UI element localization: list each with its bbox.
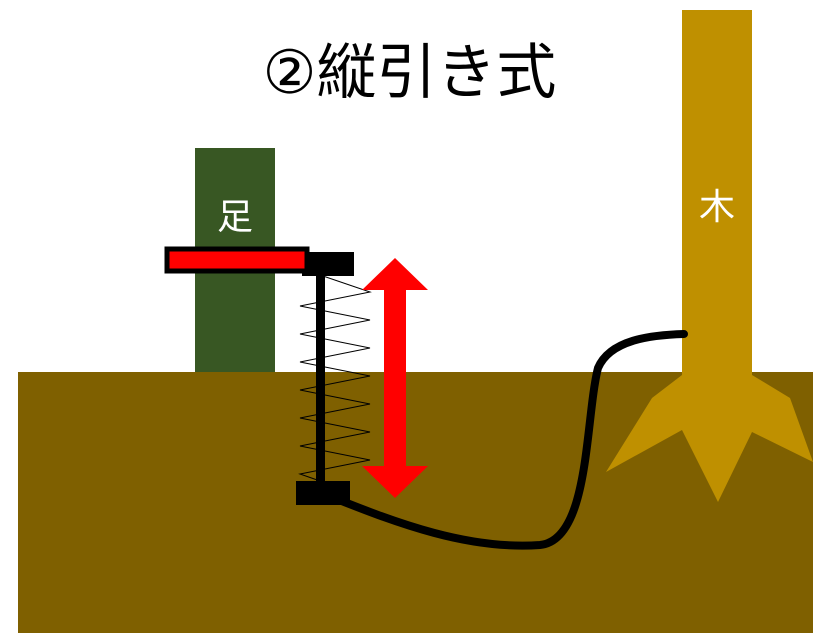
tree-trunk: [682, 10, 752, 380]
diagram-title: ②縦引き式: [262, 38, 557, 108]
pedal: [164, 246, 310, 274]
spring: [298, 275, 372, 483]
tree-label: 木: [698, 187, 735, 228]
rope: [318, 330, 688, 550]
bottom-block: [296, 481, 350, 505]
plunger-rod: [316, 264, 325, 486]
double-arrow: [362, 258, 428, 498]
tree-roots: [606, 375, 813, 502]
top-block: [302, 252, 354, 276]
foot-label: 足: [216, 197, 253, 238]
